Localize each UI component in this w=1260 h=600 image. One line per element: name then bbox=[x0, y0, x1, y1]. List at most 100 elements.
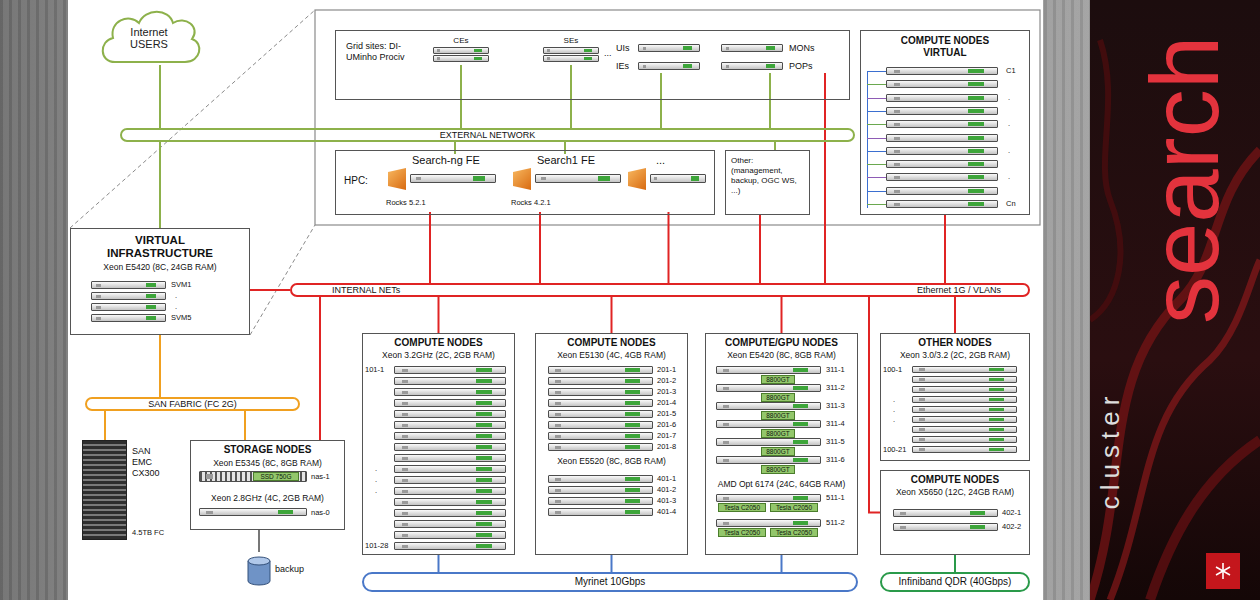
node-label: ... bbox=[656, 154, 665, 167]
server-icon bbox=[433, 47, 489, 54]
server-icon bbox=[543, 55, 599, 62]
server-group: SEs bbox=[541, 35, 601, 65]
server-icon bbox=[548, 443, 653, 451]
cable-line bbox=[867, 111, 886, 112]
node-label: 311-2 bbox=[826, 383, 845, 392]
node-label: Rocks 4.2.1 bbox=[511, 198, 551, 207]
node-label: Xeon E5130 (4C, 4GB RAM) bbox=[536, 350, 687, 360]
server-group: CEs bbox=[431, 35, 491, 65]
gpu-card-label: 8800GT bbox=[761, 375, 795, 384]
gpu-card-label: Tesla C2050 bbox=[770, 528, 818, 537]
node-label: 311-5 bbox=[826, 437, 845, 446]
cable bbox=[1090, 40, 1120, 320]
node-label: Cn bbox=[1006, 199, 1016, 208]
logo-star bbox=[1216, 563, 1230, 579]
node-label: COMPUTE NODES VIRTUAL bbox=[885, 35, 1005, 59]
node-label: SVM5 bbox=[171, 313, 191, 322]
server-icon bbox=[394, 421, 506, 429]
cable-line bbox=[867, 71, 868, 208]
server-icon bbox=[394, 443, 506, 451]
network-link bbox=[258, 530, 260, 552]
node-label: 401-3 bbox=[657, 496, 676, 505]
cluster-group: HPC:Search-ng FERocks 5.2.1Search1 FERoc… bbox=[335, 150, 715, 215]
network-link bbox=[438, 555, 440, 572]
node-label: Infiniband QDR (40Gbps) bbox=[882, 574, 1028, 590]
network-link bbox=[611, 555, 613, 572]
server-group: COMPUTE NODES VIRTUALC1....Cn bbox=[860, 30, 1030, 215]
node-label: SVM1 bbox=[171, 280, 191, 289]
server-group: COMPUTE NODESXeon 3.2GHz (2C, 2GB RAM)10… bbox=[362, 333, 515, 555]
node-label: . bbox=[1008, 146, 1010, 155]
node-label: 101-1 bbox=[365, 365, 384, 374]
node-label: IEs bbox=[616, 61, 629, 72]
node-label: nas-1 bbox=[311, 472, 330, 481]
node-label: 201-7 bbox=[657, 431, 676, 440]
server-icon bbox=[394, 410, 506, 418]
node-label: 201-4 bbox=[657, 398, 676, 407]
node-label: EXTERNAL NETWORK bbox=[122, 130, 853, 140]
node-label: CEs bbox=[431, 35, 491, 46]
node-label: 4.5TB FC bbox=[132, 528, 164, 537]
network-link bbox=[454, 142, 456, 154]
node-label: Search1 FE bbox=[537, 154, 595, 167]
cable-line bbox=[867, 151, 886, 152]
server-group: STORAGE NODESXeon E5345 (8C, 8GB RAM)SSD… bbox=[190, 440, 345, 530]
gpu-card-label: Tesla C2050 bbox=[718, 503, 766, 512]
node-label: 100-1 bbox=[883, 365, 902, 374]
network-link bbox=[944, 215, 946, 283]
site-group: Grid sites: DI-UMinho ProcivCEsSEsUIsIEs… bbox=[335, 30, 850, 100]
node-label: SAN EMC CX300 bbox=[132, 446, 164, 479]
disk-array-icon bbox=[82, 440, 127, 540]
node-label: 201-5 bbox=[657, 409, 676, 418]
node-label: VIRTUAL INFRASTRUCTURE bbox=[100, 234, 220, 260]
cable-line bbox=[867, 124, 886, 125]
node-label: . bbox=[893, 415, 895, 424]
gpu-card-label: 8800GT bbox=[761, 447, 795, 456]
server-icon bbox=[394, 432, 506, 440]
server-icon bbox=[912, 376, 1017, 383]
internet-cloud: Internet USERS bbox=[95, 5, 205, 65]
server-icon bbox=[912, 426, 1017, 433]
server-icon bbox=[91, 303, 166, 311]
node-label: backup bbox=[275, 564, 304, 575]
server-icon bbox=[91, 314, 166, 322]
server-icon bbox=[912, 436, 1017, 443]
frontend-server: Search-ng FERocks 5.2.1 bbox=[386, 154, 501, 212]
server-icon bbox=[716, 420, 821, 428]
node-label: Other: (management, backup, OGC WS, ...) bbox=[731, 156, 806, 196]
server-icon bbox=[716, 366, 821, 374]
node-label: . bbox=[375, 486, 377, 495]
server-icon bbox=[548, 508, 653, 516]
server-icon bbox=[716, 494, 821, 502]
gpu-card-label: Tesla C2050 bbox=[770, 503, 818, 512]
brand-wordmark: cluster bbox=[1092, 370, 1128, 530]
server-group: COMPUTE NODESXeon E5130 (4C, 4GB RAM)201… bbox=[535, 333, 688, 555]
server-icon bbox=[716, 384, 821, 392]
node-label: Internet USERS bbox=[118, 26, 180, 50]
node-label: . bbox=[893, 395, 895, 404]
network-link bbox=[319, 297, 321, 440]
node-label: MONs bbox=[789, 43, 815, 54]
network-link bbox=[429, 212, 431, 283]
network-link bbox=[611, 297, 613, 333]
network-link bbox=[159, 65, 161, 128]
network-link bbox=[539, 212, 541, 283]
server-icon bbox=[394, 487, 506, 495]
server-icon bbox=[548, 366, 653, 374]
node-label: C1 bbox=[1006, 66, 1016, 75]
server-icon bbox=[548, 421, 653, 429]
node-label: 311-3 bbox=[826, 401, 845, 410]
node-label: . bbox=[893, 405, 895, 414]
server-icon bbox=[548, 388, 653, 396]
node-label: 401-1 bbox=[657, 474, 676, 483]
server-icon bbox=[912, 416, 1017, 423]
node-label: Search-ng FE bbox=[412, 154, 480, 167]
network-bus: INTERNAL NETsEthernet 1G / VLANs bbox=[290, 283, 1030, 297]
server-icon bbox=[721, 62, 783, 70]
frontend-server: Search1 FE Rocks 4.2.1 bbox=[511, 154, 626, 212]
server-group: OTHER NODESXeon 3.0/3.2 (2C, 2GB RAM)100… bbox=[880, 333, 1030, 461]
server-icon bbox=[650, 174, 706, 183]
server-icon bbox=[394, 520, 506, 528]
node-label: . bbox=[175, 291, 177, 300]
network-link bbox=[570, 65, 572, 128]
